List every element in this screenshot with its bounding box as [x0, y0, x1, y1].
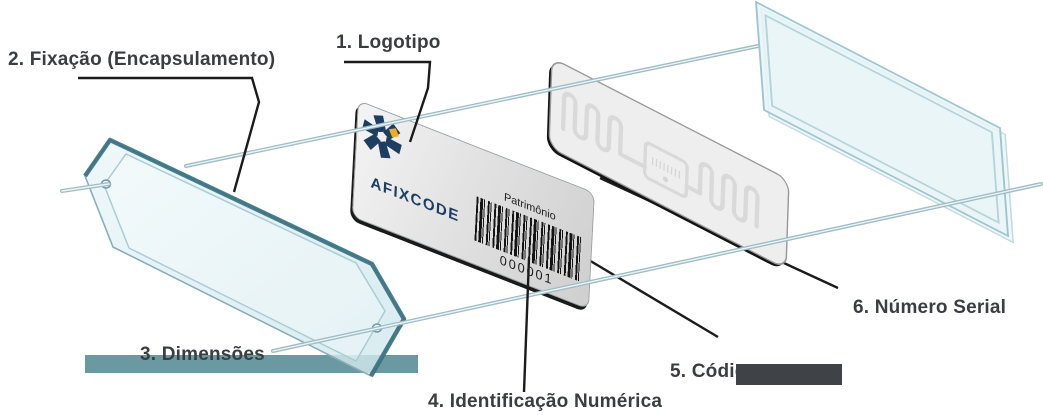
afixcode-logo-icon [362, 115, 402, 159]
callout-line-numero-serial [599, 176, 839, 290]
brand-wordmark: AFIXCODE [370, 174, 461, 226]
callout-label-identificacao: 4. Identificação Numérica [428, 391, 663, 412]
redaction-bar [736, 364, 842, 385]
panel-inner-frame [764, 13, 1000, 225]
callout-line-codigo [571, 248, 719, 339]
panel-thickness-edge [760, 7, 1015, 244]
callout-label-codigo: 5. Códig [670, 361, 747, 382]
mounting-hole-bottom [371, 323, 383, 333]
callout-label-numero-serial: 6. Número Serial [853, 297, 1007, 318]
rfid-chip [642, 141, 689, 198]
glass-inner-frame [103, 153, 386, 362]
callout-line-fixacao [78, 76, 261, 193]
callout-label-dimensoes: 3. Dimensões [140, 344, 265, 365]
antenna-trace-left [560, 91, 647, 170]
printed-label: AFIXCODE Patrimônio 000001 [351, 100, 595, 310]
logo-yellow-square [388, 128, 399, 138]
mounting-hole-top [100, 179, 112, 189]
panel-front-face [754, 0, 1010, 238]
barcode: Patrimônio 000001 [471, 180, 584, 303]
antenna-trace-right [684, 162, 760, 229]
callout-label-logotipo: 1. Logotipo [336, 32, 441, 53]
callout-label-fixacao: 2. Fixação (Encapsulamento) [8, 49, 276, 70]
